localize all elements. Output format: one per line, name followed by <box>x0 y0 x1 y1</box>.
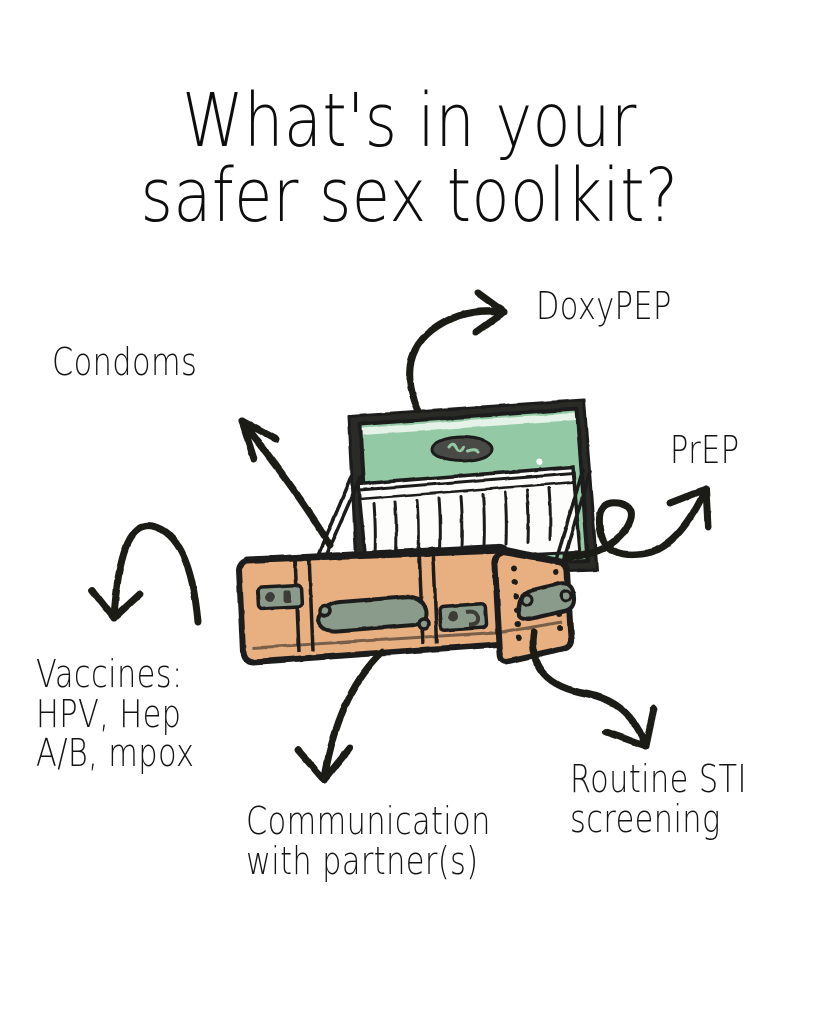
callout-label-prep: PrEP <box>670 428 740 472</box>
suitcase-latch-right <box>437 601 489 633</box>
suitcase-lid-badge <box>430 435 494 463</box>
page-title: What's in your safer sex toolkit? <box>140 77 679 240</box>
arrow-communication <box>294 648 386 784</box>
arrow-sti <box>529 628 658 750</box>
callout-label-vaccines: Vaccines: HPV, Hep A/B, mpox <box>36 652 195 776</box>
arrow-vaccines <box>88 522 202 626</box>
callout-label-condoms: Condoms <box>52 340 198 384</box>
callout-label-doxypep: DoxyPEP <box>536 284 672 328</box>
suitcase-latch-left <box>255 583 305 611</box>
suitcase-side-handle <box>516 581 577 622</box>
arrow-prep <box>562 485 712 561</box>
suitcase-front-handle <box>315 594 431 634</box>
callout-label-communication: Communication with partner(s) <box>246 799 491 883</box>
arrow-doxypep <box>406 289 508 414</box>
suitcase-illustration <box>236 398 599 665</box>
callout-label-sti-screening: Routine STI screening <box>570 757 747 841</box>
suitcase-pleated-lining <box>356 465 582 564</box>
callout-arrows <box>88 289 712 784</box>
suitcase-lid <box>347 398 599 580</box>
suitcase-body <box>236 543 577 665</box>
arrow-condoms <box>238 417 334 549</box>
